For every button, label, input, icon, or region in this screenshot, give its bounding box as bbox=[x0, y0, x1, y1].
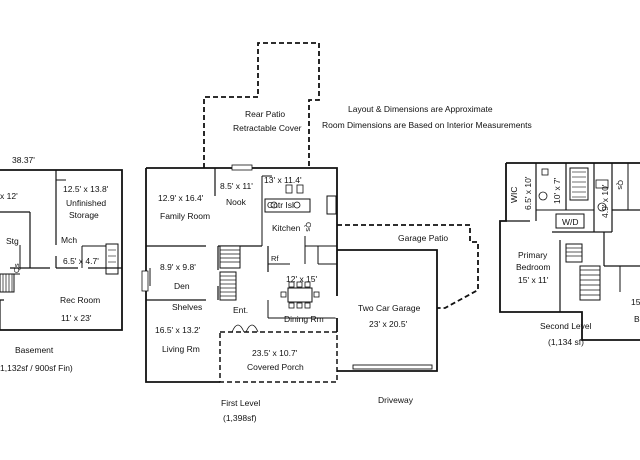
wic-label: WIC bbox=[509, 186, 519, 203]
basement-qs-label: Qs bbox=[12, 263, 21, 273]
covered-porch-outline bbox=[219, 331, 338, 383]
entry-door bbox=[245, 324, 259, 333]
den-dims: 8.9' x 9.8' bbox=[160, 262, 196, 272]
wic-dims: 6.5' x 10' bbox=[523, 176, 533, 210]
wd-label: W/D bbox=[562, 217, 579, 227]
sink-icon bbox=[270, 201, 278, 209]
rec-room-name: Rec Room bbox=[60, 295, 100, 305]
basement-room-dims: x 12' bbox=[0, 191, 18, 201]
second-level-name: Second Level bbox=[540, 321, 592, 331]
garage-outer-wall bbox=[337, 249, 438, 372]
entry-label: Ent. bbox=[233, 305, 248, 315]
first-level-stair bbox=[219, 245, 241, 269]
porch-name: Covered Porch bbox=[247, 362, 304, 372]
mechanical-name: Mch bbox=[61, 235, 77, 245]
first-level-area: (1,398sf) bbox=[223, 413, 257, 423]
nook-name: Nook bbox=[226, 197, 247, 207]
den-name: Den bbox=[174, 281, 190, 291]
dining-chairs bbox=[280, 281, 320, 309]
second-level-stair-treads bbox=[566, 247, 600, 296]
first-level-name: First Level bbox=[221, 398, 260, 408]
basement-outer-wall bbox=[0, 169, 123, 331]
sink-icon bbox=[541, 168, 549, 176]
bathtub-pattern bbox=[572, 171, 586, 198]
rec-room-dims: 11' x 23' bbox=[61, 313, 92, 323]
sink-icon bbox=[293, 201, 301, 209]
refrigerator bbox=[326, 195, 337, 215]
storage-name: Unfinished bbox=[66, 198, 106, 208]
kitchen-dims: 13' x 11.4' bbox=[264, 175, 302, 185]
second-level-area: (1,134 sf) bbox=[548, 337, 584, 347]
closet-dims: 4.9' x 10' bbox=[600, 184, 610, 218]
family-room-name: Family Room bbox=[160, 211, 210, 221]
note-interior: Room Dimensions are Based on Interior Me… bbox=[322, 120, 532, 130]
living-room-name: Living Rm bbox=[162, 344, 200, 354]
first-level-plan: Rear Patio Retractable Cover 23.5' x 10.… bbox=[141, 42, 479, 423]
first-level-outer-wall bbox=[145, 168, 220, 383]
bathtub bbox=[569, 167, 589, 201]
dining-dims: 12' x 15' bbox=[286, 274, 318, 284]
driveway-label: Driveway bbox=[378, 395, 414, 405]
stool-icon bbox=[296, 184, 304, 194]
washer-dryer bbox=[555, 213, 585, 229]
side-window bbox=[141, 270, 149, 292]
shelves-label: Shelves bbox=[172, 302, 202, 312]
garage-name: Two Car Garage bbox=[358, 303, 421, 313]
second-level-qs-label: Qs bbox=[616, 180, 625, 190]
garage-dims: 23' x 20.5' bbox=[369, 319, 408, 329]
storage-dims: 12.5' x 13.8' bbox=[63, 184, 109, 194]
toilet-icon bbox=[597, 202, 607, 212]
dining-name: Dining Rm bbox=[284, 314, 324, 324]
basement-stg-label: Stg bbox=[6, 236, 19, 246]
garage-patio-label: Garage Patio bbox=[398, 233, 448, 243]
second-level-plan: W/D WIC 6.5' x 10' 10' x 7' 4.9' x 10' Q… bbox=[499, 162, 640, 347]
basement-plan: 38.37' x 12' 12.5' x 13.8' Unfinished St… bbox=[0, 155, 123, 373]
rear-patio-outline bbox=[203, 42, 320, 168]
primary-bedroom-name: Primary bbox=[518, 250, 548, 260]
primary-bedroom-dims: 15' x 11' bbox=[518, 275, 549, 285]
dining-table bbox=[287, 287, 313, 303]
first-level-stair-treads bbox=[220, 249, 240, 297]
basement-width-label: 38.37' bbox=[12, 155, 35, 165]
first-level-stair bbox=[219, 271, 237, 301]
note-approximate: Layout & Dimensions are Approximate bbox=[348, 104, 493, 114]
stool-icon bbox=[285, 184, 293, 194]
entry-door bbox=[231, 324, 245, 333]
second-level-stair bbox=[565, 243, 583, 263]
family-room-dims: 12.9' x 16.4' bbox=[158, 193, 204, 203]
refrigerator-label: Rf bbox=[271, 254, 279, 263]
second-level-stair bbox=[579, 265, 601, 301]
island-label: Cntr Isl bbox=[267, 200, 294, 210]
rear-patio-desc: Retractable Cover bbox=[233, 123, 302, 133]
mechanical-dims: 6.5' x 4.7' bbox=[63, 256, 99, 266]
bath-dims: 10' x 7' bbox=[552, 177, 562, 204]
basement-level-name: Basement bbox=[15, 345, 54, 355]
basement-stair bbox=[0, 273, 15, 293]
rear-patio-name: Rear Patio bbox=[245, 109, 285, 119]
nook-dims: 8.5' x 11' bbox=[220, 181, 253, 191]
basement-mechanical-equipment bbox=[105, 243, 119, 275]
garage-door bbox=[352, 364, 433, 370]
first-level-outer-wall bbox=[146, 167, 338, 332]
rear-window bbox=[231, 164, 253, 171]
porch-dims: 23.5' x 10.7' bbox=[252, 348, 298, 358]
bedroom-name: B bbox=[634, 314, 640, 324]
living-room-dims: 16.5' x 13.2' bbox=[155, 325, 201, 335]
primary-bedroom-name: Bedroom bbox=[516, 262, 551, 272]
kitchen-name: Kitchen bbox=[272, 223, 301, 233]
garage-patio-outline bbox=[337, 224, 479, 309]
toilet-icon bbox=[538, 191, 548, 201]
sink-icon bbox=[595, 179, 609, 189]
storage-name: Storage bbox=[69, 210, 99, 220]
first-level-qs-label: Qs bbox=[304, 222, 313, 232]
basement-wall bbox=[0, 299, 4, 330]
bedroom-dims: 15 bbox=[631, 297, 640, 307]
basement-level-area: 1,132sf / 900sf Fin) bbox=[0, 363, 73, 373]
